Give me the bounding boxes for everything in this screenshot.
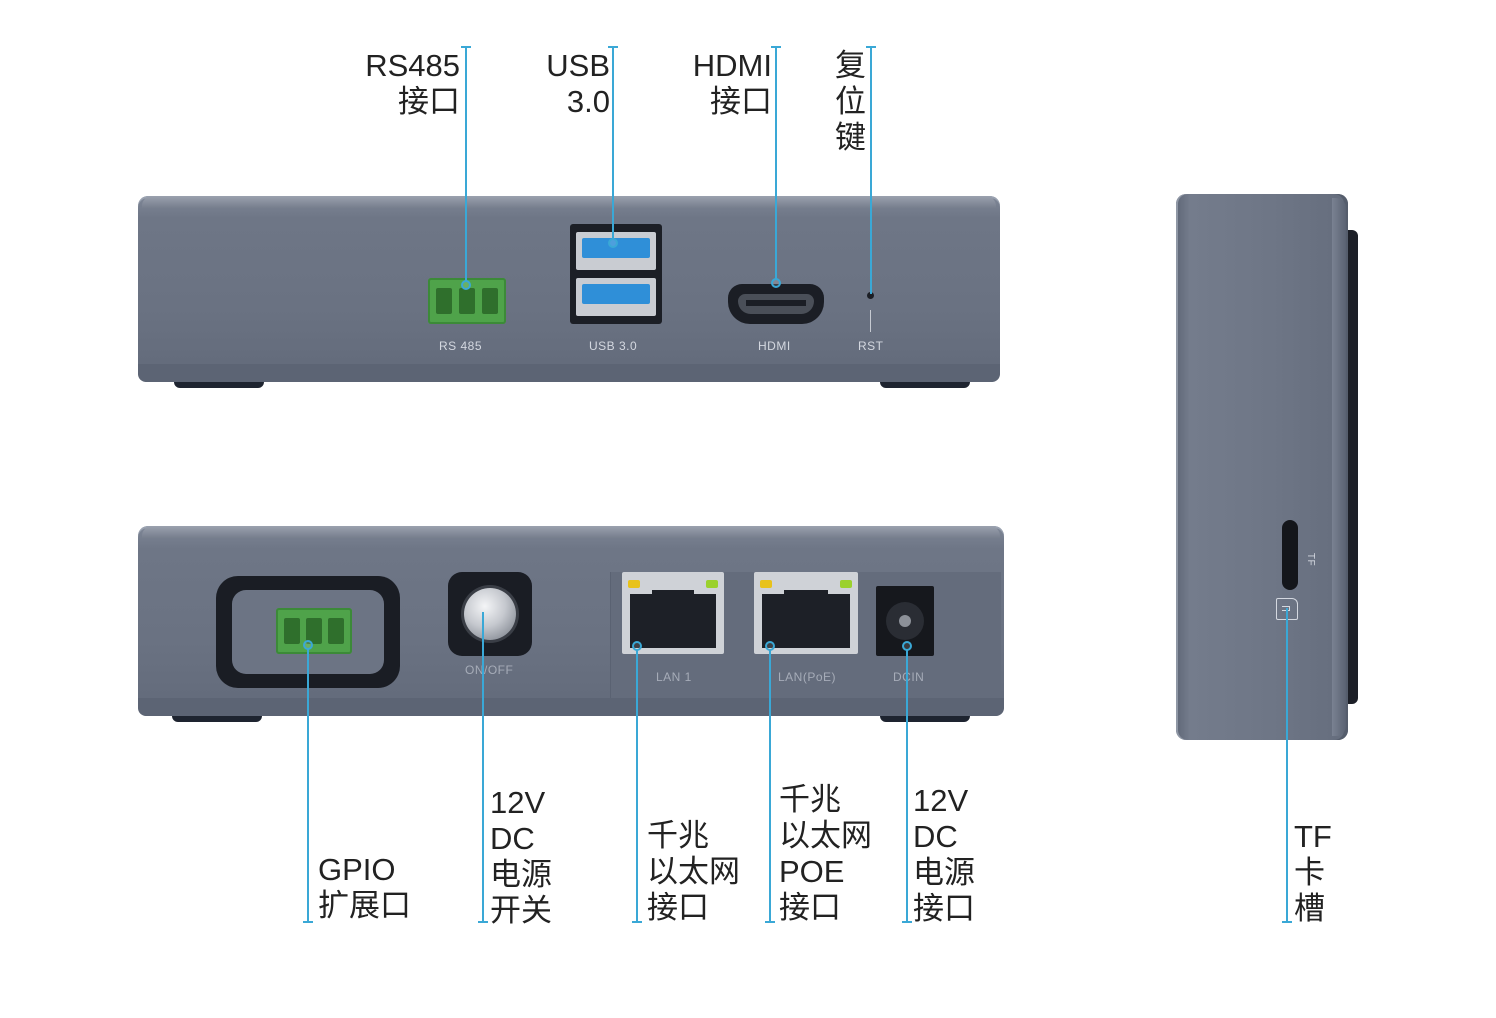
reset-callout-line [870,46,872,294]
front-foot-right [880,382,970,388]
side-panel: TF [1176,194,1358,740]
reset-callout-label: 复 位 键 [835,48,866,155]
gpio-callout-line [307,648,309,922]
onoff-silk-label: ON/OFF [465,663,514,677]
side-case-right-edge [1332,198,1346,736]
power-switch-callout-line [482,612,484,922]
power-switch-button [464,588,516,640]
gpio-terminal [276,608,352,654]
dc-in-callout-label: 12V DC 电源 接口 [913,783,975,926]
lan-poe-port [754,572,858,654]
lan-poe-silk-label: LAN(PoE) [778,670,837,684]
lan-callout-line [636,649,638,922]
usb-callout-label: USB 3.0 [546,48,610,119]
tf-slot [1282,520,1298,590]
front-panel: RS 485 USB 3.0 HDMI RST [138,196,1000,388]
lan-callout-tick [632,921,642,923]
rs485-terminal [428,278,506,324]
gpio-callout-tick [303,921,313,923]
dc-in-callout-tick [902,921,912,923]
back-case-top-edge [142,526,1000,538]
power-switch-callout-tick [478,921,488,923]
rs485-callout-label: RS485 接口 [365,48,460,119]
tf-callout-tick [1282,921,1292,923]
dc-in-callout-line [906,649,908,922]
usb3-port-upper [576,232,656,270]
hdmi-callout-dot [771,278,781,288]
lan-poe-callout-line [769,649,771,922]
dcin-silk-label: DCIN [893,670,925,684]
reset-marker-line [870,310,871,332]
lan1-port [622,572,724,654]
front-case-top-edge [142,196,996,208]
tf-callout-line [1286,608,1288,922]
front-case-body [138,196,1000,382]
hdmi-callout-line [775,46,777,280]
lan1-silk-label: LAN 1 [656,670,692,684]
hdmi-callout-label: HDMI 接口 [692,48,772,119]
rs485-silk-label: RS 485 [439,339,483,353]
hdmi-silk-label: HDMI [758,339,791,353]
usb3-port-stack [570,224,662,324]
tf-silk-label: TF [1305,552,1317,567]
rs485-callout-line [465,46,467,282]
usb-silk-label: USB 3.0 [589,339,638,353]
hdmi-port [728,284,824,324]
side-case-body [1176,194,1348,740]
back-foot-right [880,716,970,722]
back-panel: ON/OFF LAN 1 LAN(PoE) DCIN [138,526,1004,722]
dc-jack [876,586,934,656]
rs485-callout-dot [461,280,471,290]
usb-callout-line [612,46,614,240]
reset-pinhole [867,292,874,299]
power-switch-bezel [448,572,532,656]
lan-poe-callout-label: 千兆 以太网 POE 接口 [779,782,872,925]
rst-silk-label: RST [858,339,884,353]
tf-callout-label: TF 卡 槽 [1294,819,1332,926]
lan-poe-callout-tick [765,921,775,923]
front-case-bottom-lip [138,364,1000,382]
lan-callout-label: 千兆 以太网 接口 [647,818,740,925]
gpio-callout-label: GPIO 扩展口 [318,852,411,923]
front-foot-left [174,382,264,388]
power-switch-callout-label: 12V DC 电源 开关 [490,785,552,928]
usb-callout-dot [608,238,618,248]
back-foot-left [172,716,262,722]
back-case-bottom-lip [138,698,1004,716]
usb3-port-lower [576,278,656,316]
